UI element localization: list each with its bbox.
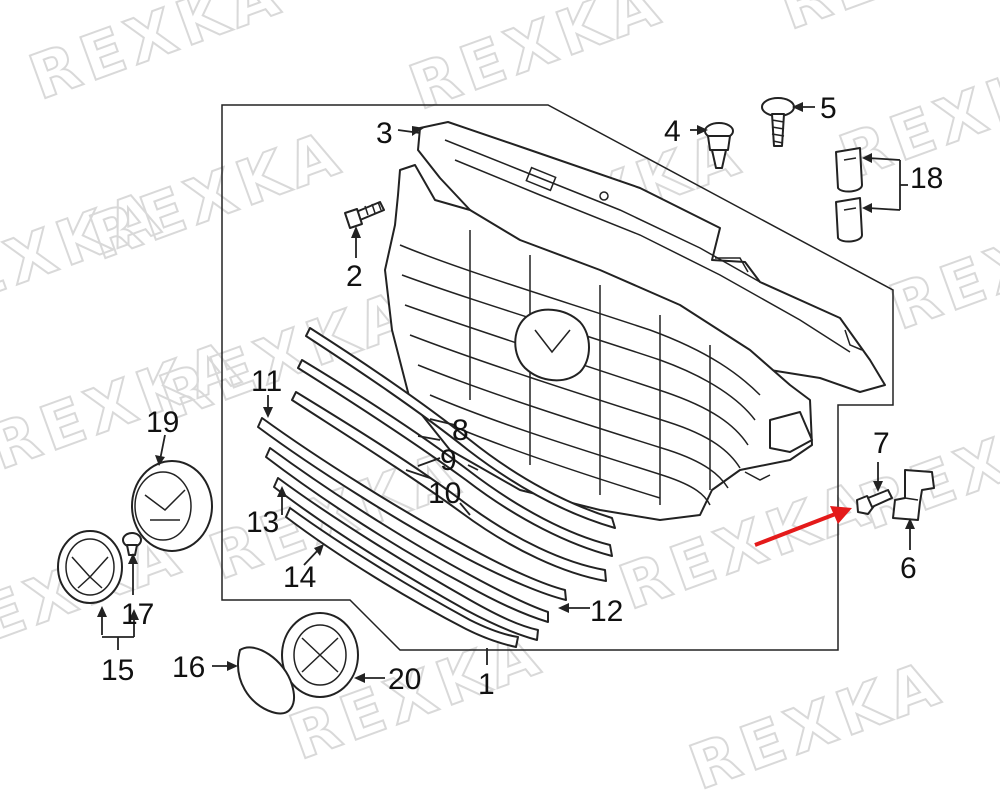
callout-3: 3: [376, 117, 393, 150]
callout-13: 13: [246, 506, 279, 539]
callout-19: 19: [146, 406, 179, 439]
callout-15: 15: [101, 654, 134, 687]
watermark-text: REXKA: [20, 0, 293, 114]
side-bracket-part: [892, 469, 935, 521]
highlight-arrow: [754, 506, 852, 547]
callout-14: 14: [283, 561, 316, 594]
emblem-bracket-part: [131, 460, 213, 552]
callout-10: 10: [428, 477, 461, 510]
emblem-clip-part: [122, 532, 142, 556]
bracket-pair-part: [835, 147, 863, 243]
callout-9: 9: [440, 444, 457, 477]
garnish-strips-right: [291, 327, 616, 582]
callout-11: 11: [251, 365, 282, 398]
leader-lines: [101, 106, 911, 679]
callout-2: 2: [346, 260, 363, 293]
watermark-text: REXKA: [850, 385, 1000, 544]
bolt-part: [344, 201, 385, 229]
watermark-text: REXKA: [680, 645, 953, 800]
emblem-part: [57, 530, 123, 604]
watermark-text: REXKA: [200, 435, 473, 594]
callout-16: 16: [172, 651, 205, 684]
callout-20: 20: [388, 663, 421, 696]
assembly-boundary: [221, 104, 894, 651]
callout-5: 5: [820, 92, 837, 125]
callout-7: 7: [873, 427, 890, 460]
callout-12: 12: [590, 595, 623, 628]
small-bolt-part: [856, 489, 893, 515]
cover-part: [237, 646, 295, 715]
main-grille-part: [384, 164, 813, 521]
callout-1: 1: [478, 668, 495, 701]
screw-part: [761, 97, 795, 147]
push-clip-part: [704, 122, 734, 169]
callout-labels: 1 2 3 4 5 6 7 8 9 10 11 12 13 14 15 16 1…: [101, 92, 943, 701]
callout-6: 6: [900, 552, 917, 585]
garnish-strips-left: [257, 417, 567, 648]
callout-17: 17: [121, 598, 154, 631]
callout-8: 8: [452, 414, 469, 447]
watermark-text: REXKA: [770, 0, 1000, 44]
callout-4: 4: [664, 115, 681, 148]
sensor-bracket-part: [281, 612, 359, 698]
leader-arrowheads: [97, 102, 915, 683]
callout-18: 18: [910, 162, 943, 195]
